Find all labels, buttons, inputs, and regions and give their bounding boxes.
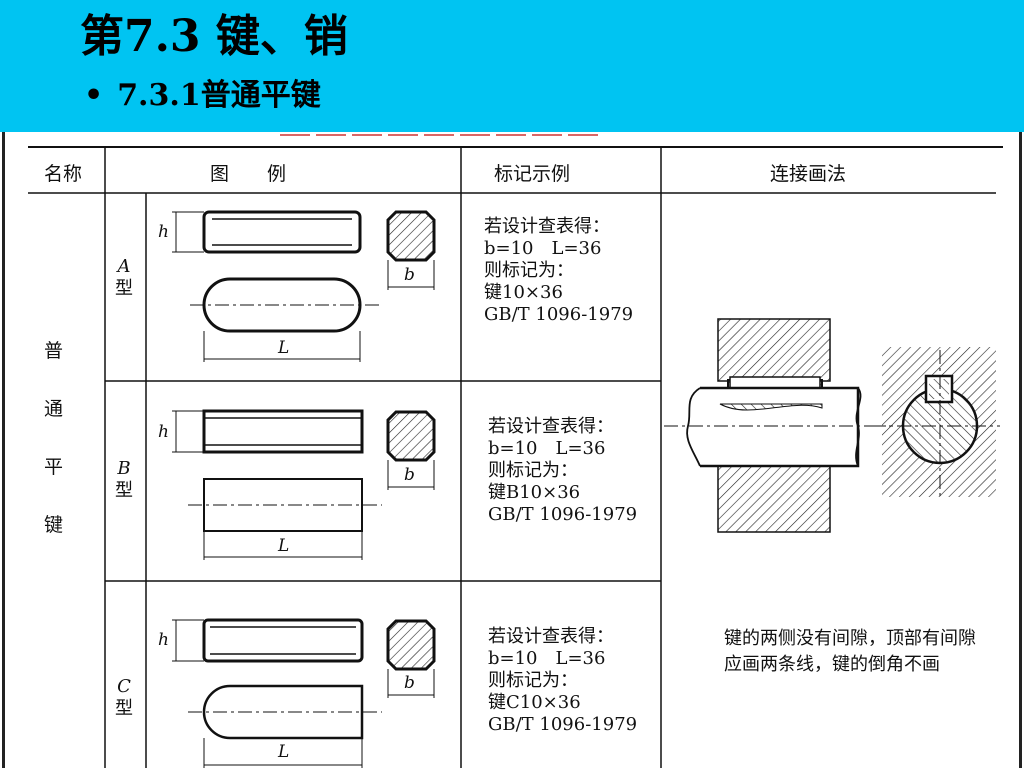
table-grid — [28, 146, 1003, 768]
connection-note: 键的两侧没有间隙，顶部有间隙应画两条线，键的倒角不画 — [724, 628, 976, 675]
key-c-end-view — [386, 619, 436, 698]
marking-a: 若设计查表得： b=10 L=36 则标记为： 键10×36 GB/T 1096… — [484, 216, 634, 325]
bullet-item: • 7.3.1普通平键 — [84, 70, 321, 114]
col-header-illustration: 图 例 — [210, 163, 287, 185]
marking-b: 若设计查表得： b=10 L=36 则标记为： 键B10×36 GB/T 109… — [488, 416, 638, 525]
type-c-label: C 型 — [115, 676, 133, 719]
dim-b-b: b — [404, 465, 415, 485]
frame-right-border — [1019, 132, 1022, 768]
cropped-caption-remnant — [280, 127, 610, 136]
slide-title: 第7.3 键、销 — [80, 11, 348, 62]
dim-h-b: h — [158, 422, 169, 442]
dim-b-c: b — [404, 673, 415, 693]
frame-left-border — [2, 132, 5, 768]
connection-side-section — [664, 318, 890, 533]
slide-header — [0, 0, 1024, 132]
key-a-top-view — [190, 277, 380, 362]
key-b-side-view — [172, 409, 364, 454]
group-name-char-3: 平 — [44, 456, 64, 478]
key-c-top-view — [188, 684, 382, 768]
group-name-char-1: 普 — [44, 340, 64, 362]
dim-h-c: h — [158, 630, 169, 650]
key-b-top-view — [188, 478, 382, 560]
col-header-marking: 标记示例 — [494, 163, 571, 185]
bullet-symbol: • — [84, 78, 104, 113]
key-b-end-view — [386, 410, 436, 490]
dim-l-b: L — [278, 536, 290, 556]
connection-end-section — [872, 347, 1000, 497]
type-a-label: A 型 — [115, 256, 133, 299]
key-a-end-view — [386, 210, 436, 290]
col-header-connection: 连接画法 — [770, 163, 847, 185]
col-header-name: 名称 — [44, 163, 83, 185]
key-c-side-view — [172, 618, 364, 663]
key-a-side-view — [172, 210, 362, 254]
dim-l-a: L — [278, 338, 290, 358]
dim-h-a: h — [158, 222, 169, 242]
group-name-char-4: 键 — [44, 514, 64, 536]
type-b-label: B 型 — [115, 458, 133, 501]
dim-l-c: L — [278, 742, 290, 762]
bullet-text: 7.3.1普通平键 — [117, 78, 321, 113]
group-name-char-2: 通 — [44, 398, 64, 420]
dim-b-a: b — [404, 265, 415, 285]
marking-c: 若设计查表得： b=10 L=36 则标记为： 键C10×36 GB/T 109… — [488, 626, 638, 735]
